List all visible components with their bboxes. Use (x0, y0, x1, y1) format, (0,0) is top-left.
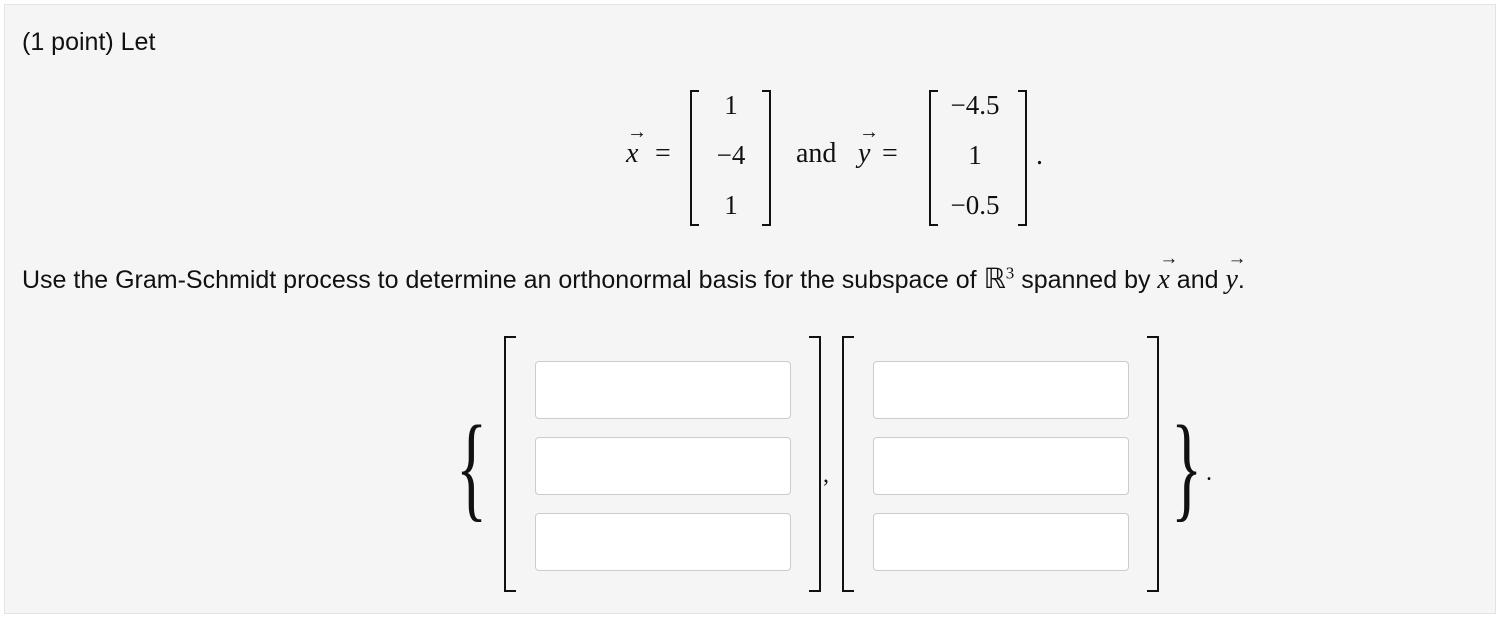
answer-vector-1-entry-3[interactable] (535, 513, 791, 571)
answer-vector-2-entry-3[interactable] (873, 513, 1129, 571)
answer-matrix-2-left-bracket (842, 336, 854, 592)
answer-period: . (1206, 460, 1212, 486)
vector-arrow-icon: → (1159, 248, 1179, 269)
conjunction-and: and (796, 138, 837, 169)
answer-open-brace: { (456, 401, 488, 532)
matrix-y-right-bracket (1018, 90, 1027, 226)
answer-matrix-1-right-bracket (809, 336, 821, 592)
problem-header: (1 point) Let (22, 28, 156, 56)
vector-x-equals: = (655, 138, 671, 169)
answer-separator-comma: , (823, 462, 829, 488)
vector-arrow-icon: → (627, 121, 647, 143)
vector-y-symbol: y→ (858, 121, 879, 169)
definition-period: . (1036, 140, 1043, 171)
answer-vector-2-entry-2[interactable] (873, 437, 1129, 495)
vector-y-entry-3: −0.5 (950, 190, 1000, 220)
problem-panel (4, 4, 1496, 614)
matrix-y-left-bracket (929, 90, 938, 226)
inline-vector-x: x→ (1157, 248, 1179, 295)
vector-arrow-icon: → (1227, 248, 1247, 269)
instruction-text: Use the Gram-Schmidt process to determin… (22, 248, 1247, 295)
vector-x-symbol: x→ (626, 121, 647, 169)
matrix-x-left-bracket (690, 90, 699, 226)
matrix-x-right-bracket (762, 90, 771, 226)
answer-matrix-2-right-bracket (1147, 336, 1159, 592)
real-space-symbol: ℝ (983, 264, 1006, 295)
vector-y-equals: = (882, 138, 898, 169)
vector-y-entry-1: −4.5 (950, 90, 1000, 120)
answer-matrix-1-left-bracket (504, 336, 516, 592)
answer-vector-2-entry-1[interactable] (873, 361, 1129, 419)
answer-vector-1-entry-1[interactable] (535, 361, 791, 419)
vector-x-entry-3: 1 (724, 190, 738, 220)
inline-vector-y: y→ (1225, 248, 1247, 295)
vector-x-entry-1: 1 (724, 90, 738, 120)
vector-arrow-icon: → (859, 121, 879, 143)
answer-vector-1-entry-2[interactable] (535, 437, 791, 495)
answer-close-brace: } (1171, 401, 1203, 532)
vector-y-entry-2: 1 (968, 140, 982, 170)
vector-x-entry-2: −4 (716, 140, 746, 170)
space-exponent: 3 (1005, 263, 1015, 283)
